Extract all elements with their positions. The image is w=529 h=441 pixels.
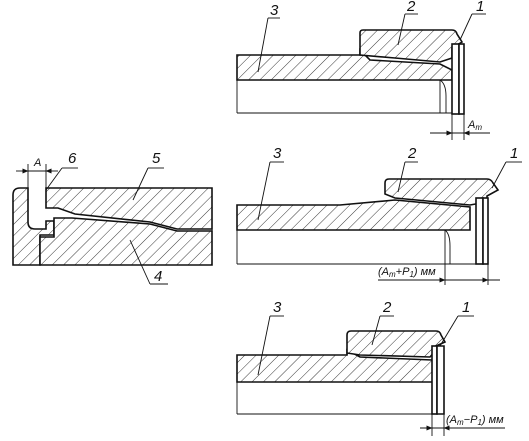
ring-section	[475, 197, 484, 265]
label-nut: 2	[407, 145, 417, 162]
dimension-a-t: Aт	[467, 119, 482, 132]
ring-section	[451, 43, 460, 115]
pipe-section	[236, 199, 471, 231]
dimension-at-minus-p1: (Aт−P1) мм	[446, 414, 504, 427]
dimension-a: A	[33, 157, 41, 169]
label-nut: 2	[406, 0, 416, 15]
label-ring: 1	[476, 0, 484, 15]
view-bottom-right: (Aт−P1) мм 3 2 1	[236, 299, 505, 436]
label-pipe: 3	[273, 145, 282, 162]
view-top-right: Aт 3 2 1	[236, 0, 490, 140]
view-middle-left: A 6 5 4	[12, 150, 213, 285]
nut-section	[359, 29, 464, 63]
label-ring: 1	[510, 145, 518, 162]
nut-section	[346, 330, 447, 358]
label-part-4: 4	[154, 268, 162, 285]
label-pipe: 3	[273, 299, 282, 316]
label-part-5: 5	[152, 150, 161, 167]
label-pipe: 3	[270, 2, 279, 19]
label-part-6: 6	[68, 150, 77, 167]
dimension-at-plus-p1: (Aт+P1) мм	[378, 266, 436, 279]
part-6-section	[12, 187, 55, 266]
label-nut: 2	[382, 299, 392, 316]
label-ring: 1	[462, 299, 470, 316]
view-middle-right: (Aт+P1) мм 3 2 1	[236, 145, 522, 285]
